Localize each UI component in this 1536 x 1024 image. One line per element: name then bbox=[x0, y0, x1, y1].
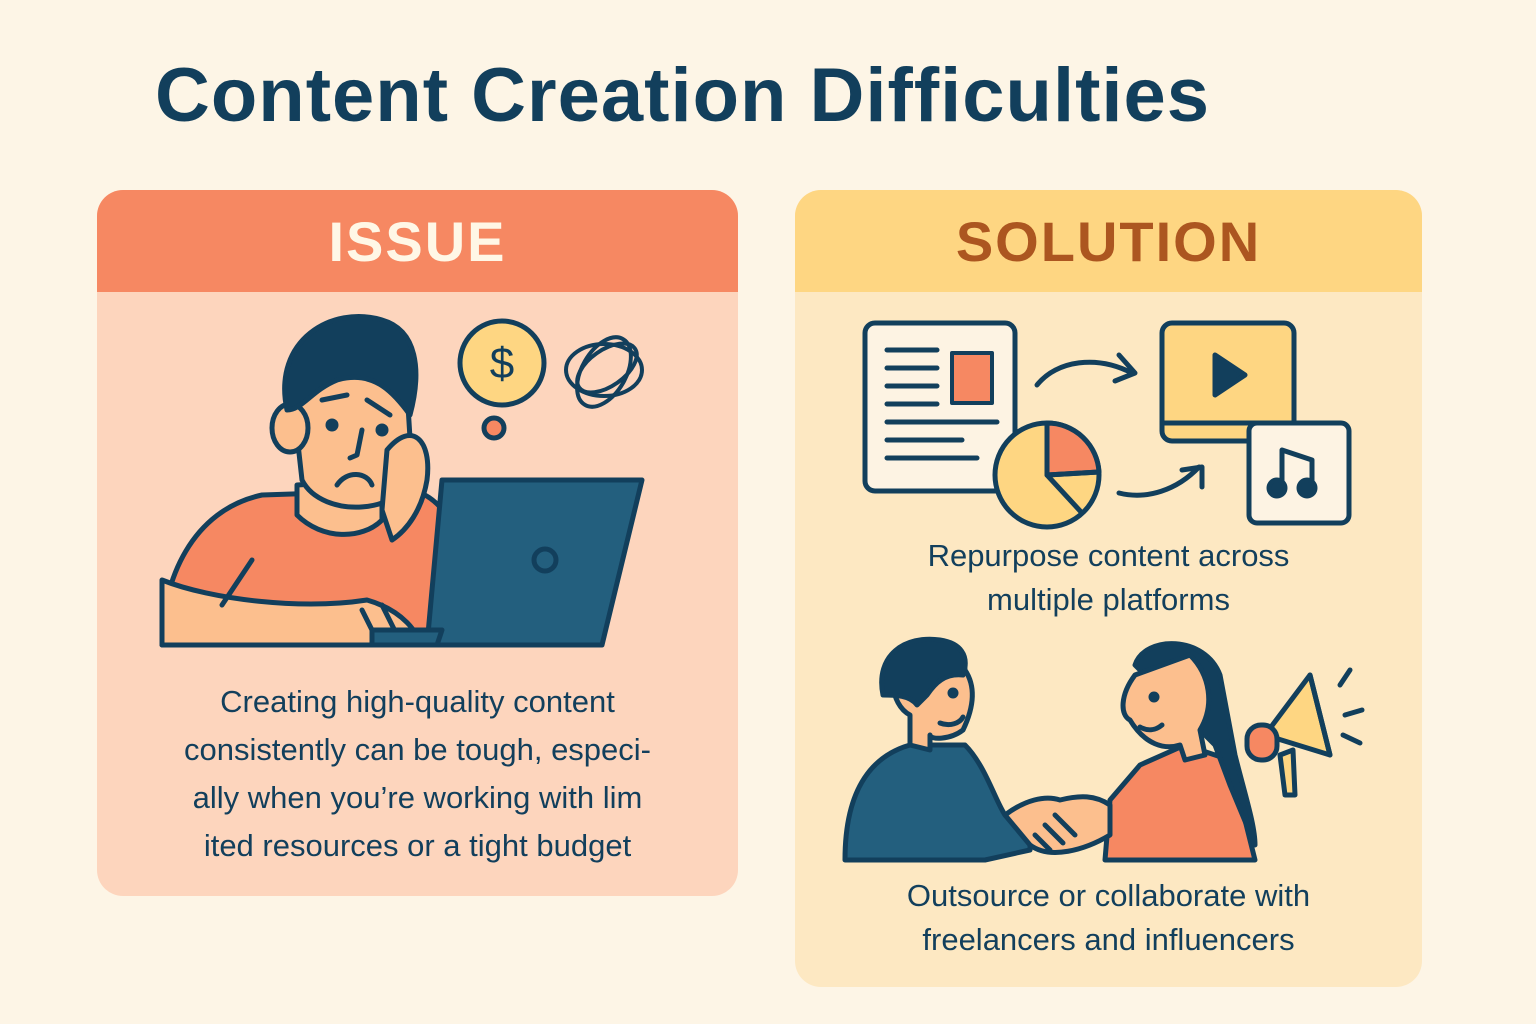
pie-chart-icon bbox=[992, 420, 1102, 530]
issue-card: ISSUE bbox=[97, 190, 738, 896]
solution-line: Outsource or collaborate with bbox=[906, 878, 1311, 913]
stressed-person-at-laptop-icon: $ bbox=[159, 314, 645, 648]
solution-line: Repurpose content across bbox=[927, 538, 1290, 573]
solution-line: multiple platforms bbox=[987, 582, 1230, 617]
solution-header: SOLUTION bbox=[795, 190, 1422, 292]
issue-line: ited resources or a tight budget bbox=[203, 828, 632, 863]
svg-text:$: $ bbox=[490, 339, 514, 388]
issue-line: Creating high-quality content bbox=[220, 684, 615, 719]
music-note-icon bbox=[1246, 420, 1352, 526]
solution-repurpose-text: Repurpose content across multiple platfo… bbox=[815, 534, 1402, 622]
page-title: Content Creation Difficulties bbox=[155, 53, 1211, 138]
issue-line: ally when you’re working with lim bbox=[192, 780, 643, 815]
issue-description: Creating high-quality content consistent… bbox=[117, 678, 718, 870]
megaphone-icon bbox=[1244, 667, 1365, 798]
issue-header: ISSUE bbox=[97, 190, 738, 292]
solution-card: SOLUTION bbox=[795, 190, 1422, 987]
solution-outsource-text: Outsource or collaborate with freelancer… bbox=[815, 874, 1402, 962]
solution-line: freelancers and influencers bbox=[922, 922, 1295, 957]
issue-line: consistently can be tough, especi- bbox=[184, 732, 651, 767]
repurpose-content-icon bbox=[862, 320, 1352, 530]
handshake-collaboration-icon bbox=[842, 636, 1365, 863]
